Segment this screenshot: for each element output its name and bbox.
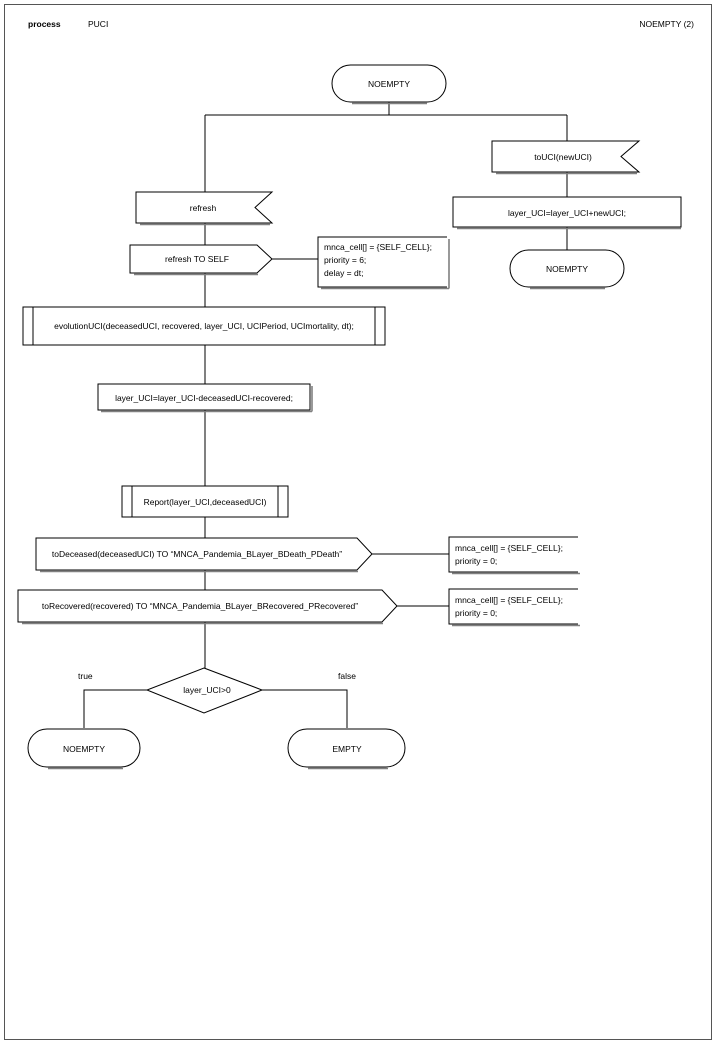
header-page-ref: NOEMPTY (2) — [639, 19, 694, 29]
state-noempty-end-shape — [27, 728, 141, 768]
task-add-uci[interactable]: layer_UCI=layer_UCI+newUCI; — [452, 196, 682, 230]
output-torecovered[interactable]: toRecovered(recovered) TO “MNCA_Pandemia… — [17, 589, 398, 625]
comment-deceased: mnca_cell[] = {SELF_CELL}; priority = 0; — [448, 536, 580, 575]
proc-report-side-bars — [131, 486, 279, 517]
comment-recovered-line-1: mnca_cell[] = {SELF_CELL}; — [455, 595, 563, 605]
proc-report-label: Report(layer_UCI,deceasedUCI) — [144, 497, 267, 507]
branch-label-true: true — [78, 671, 93, 681]
comment-recovered-line-2: priority = 0; — [455, 608, 497, 618]
input-touci-shape — [491, 140, 641, 173]
proc-report[interactable]: Report(layer_UCI,deceasedUCI) — [121, 485, 289, 518]
input-touci-label: toUCI(newUCI) — [534, 152, 592, 162]
branch-label-false: false — [338, 671, 356, 681]
output-torecovered-shape — [17, 589, 398, 623]
output-refresh-to-self[interactable]: refresh TO SELF — [129, 244, 273, 276]
input-refresh-shape — [135, 191, 274, 224]
state-start-shape — [331, 64, 447, 103]
decision-layer-label: layer_UCI>0 — [183, 685, 231, 695]
comment-refresh-shape — [317, 236, 447, 288]
state-right-shape — [509, 249, 625, 288]
comment-deceased-shape — [448, 536, 578, 573]
state-noempty-end-label: NOEMPTY — [63, 744, 105, 754]
state-empty-end-label: EMPTY — [332, 744, 362, 754]
header-keyword: process — [28, 19, 61, 29]
comment-refresh-line-3: delay = dt; — [324, 268, 363, 278]
comment-deceased-line-1: mnca_cell[] = {SELF_CELL}; — [455, 543, 563, 553]
comment-refresh: mnca_cell[] = {SELF_CELL}; priority = 6;… — [317, 236, 450, 290]
input-refresh[interactable]: refresh — [135, 191, 274, 226]
connectors — [83, 102, 568, 728]
state-start[interactable]: NOEMPTY — [331, 64, 447, 105]
proc-evolution[interactable]: evolutionUCI(deceasedUCI, recovered, lay… — [22, 306, 386, 346]
input-refresh-label: refresh — [190, 203, 217, 213]
state-right-label: NOEMPTY — [546, 264, 588, 274]
comment-deceased-line-2: priority = 0; — [455, 556, 497, 566]
output-refresh-label: refresh TO SELF — [165, 254, 229, 264]
state-noempty-end[interactable]: NOEMPTY — [27, 728, 141, 770]
proc-evolution-side-bars — [32, 307, 376, 345]
decision-layer-shape — [145, 667, 264, 714]
task-subtract-shape — [97, 383, 311, 411]
proc-report-shape — [121, 485, 289, 518]
output-torecovered-label: toRecovered(recovered) TO “MNCA_Pandemia… — [42, 601, 358, 611]
decision-layer[interactable]: layer_UCI>0 — [145, 667, 264, 714]
comment-refresh-shadow — [321, 239, 450, 290]
task-add-label: layer_UCI=layer_UCI+newUCI; — [508, 208, 626, 218]
proc-evolution-shape — [22, 306, 386, 346]
task-add-shape — [452, 196, 682, 228]
comment-refresh-line-1: mnca_cell[] = {SELF_CELL}; — [324, 242, 432, 252]
task-subtract[interactable]: layer_UCI=layer_UCI-deceasedUCI-recovere… — [97, 383, 313, 413]
comment-recovered: mnca_cell[] = {SELF_CELL}; priority = 0; — [448, 588, 580, 627]
task-subtract-label: layer_UCI=layer_UCI-deceasedUCI-recovere… — [115, 393, 293, 403]
output-todeceased-shape — [35, 537, 373, 571]
header-process-name: PUCI — [88, 19, 109, 29]
output-todeceased-label: toDeceased(deceasedUCI) TO “MNCA_Pandemi… — [52, 549, 342, 559]
task-subtract-shadow — [101, 386, 313, 413]
state-empty-end[interactable]: EMPTY — [287, 728, 406, 770]
comment-refresh-line-2: priority = 6; — [324, 255, 366, 265]
state-start-label: NOEMPTY — [368, 79, 410, 89]
state-noempty-right[interactable]: NOEMPTY — [509, 249, 625, 290]
input-touci[interactable]: toUCI(newUCI) — [491, 140, 641, 175]
connector-false-branch — [262, 689, 348, 728]
comment-recovered-shape — [448, 588, 578, 625]
page-border — [4, 4, 712, 1040]
output-refresh-shape — [129, 244, 273, 274]
output-todeceased[interactable]: toDeceased(deceasedUCI) TO “MNCA_Pandemi… — [35, 537, 373, 573]
proc-evolution-label: evolutionUCI(deceasedUCI, recovered, lay… — [54, 321, 354, 331]
state-empty-end-shape — [287, 728, 406, 768]
connector-true-branch — [83, 689, 147, 728]
